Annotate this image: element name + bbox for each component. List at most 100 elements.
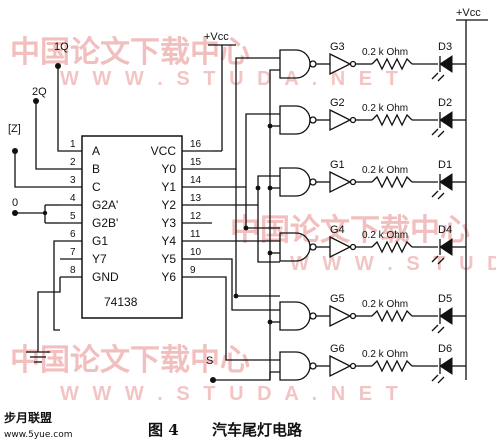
routing [212, 57, 280, 381]
pin-num-13: 13 [190, 193, 202, 204]
pin-name-vcc: VCC [151, 144, 177, 158]
resistor-value: 0.2 k Ohm [362, 165, 408, 176]
watermark-url-mid: W W W . S T U D A . N E T [290, 253, 496, 275]
pin-num-1: 1 [70, 139, 76, 150]
pin-name-g1: G1 [92, 234, 108, 248]
inverter-buffer [329, 235, 352, 259]
resistor [371, 359, 413, 373]
pin-name-y0: Y0 [161, 162, 176, 176]
inverter-buffer [329, 354, 352, 378]
pin-name-y5: Y5 [161, 252, 176, 266]
decoder-chip-74138: 74138 A B C G2A' G2B' G1 Y7 GND VCC Y0 Y… [60, 135, 212, 319]
led-label: D4 [438, 224, 452, 236]
pin-num-3: 3 [70, 175, 76, 186]
resistor [371, 113, 413, 127]
watermark-url-bottom: W W W . S T U D A . N E T [60, 383, 402, 405]
nand-bubble [309, 60, 317, 68]
pin-name-y4: Y4 [161, 234, 176, 248]
led-icon [439, 307, 453, 325]
inverter-buffer [329, 170, 352, 194]
input-label-1q: 1Q [54, 41, 69, 53]
caption-figure-number: 图 4 [148, 421, 179, 439]
pin-name-g2a: G2A' [92, 198, 118, 212]
pin-num-2: 2 [70, 157, 76, 168]
gate-label: G4 [330, 224, 345, 236]
pin-num-11: 11 [190, 229, 201, 240]
gate-label: G6 [330, 343, 345, 355]
nand-bubble [309, 178, 317, 186]
input-label-s: S [206, 355, 213, 367]
gate-label: G2 [330, 97, 345, 109]
pin-name-g2b: G2B' [92, 216, 118, 230]
pin-num-7: 7 [70, 247, 76, 258]
pin-name-c: C [92, 180, 101, 194]
light-arrow-icon [431, 255, 439, 263]
site-logo: 步月联盟 www.5yue.com [4, 410, 73, 440]
resistor-value: 0.2 k Ohm [362, 299, 408, 310]
nand-gate [279, 105, 311, 135]
logo-url: www.5yue.com [4, 430, 73, 440]
nand-gate [279, 351, 311, 381]
figure-caption: 图 4 汽车尾灯电路 [148, 421, 303, 439]
input-label-2q: 2Q [32, 86, 47, 98]
pin-num-10: 10 [190, 247, 202, 258]
pin-num-5: 5 [70, 211, 76, 222]
caption-title: 汽车尾灯电路 [212, 421, 303, 439]
input-label-zero: 0 [12, 197, 18, 209]
watermark-cn-top: 中国论文下载中心 [10, 35, 250, 70]
pin-num-14: 14 [190, 175, 202, 186]
resistor-value: 0.2 k Ohm [362, 103, 408, 114]
resistor-value: 0.2 k Ohm [362, 230, 408, 241]
vcc-top: +Vcc [204, 31, 236, 152]
light-arrow-icon [431, 128, 439, 136]
pin-num-16: 16 [190, 139, 202, 150]
vcc-top-label: +Vcc [204, 31, 229, 43]
gate-label: G5 [330, 293, 345, 305]
resistor [371, 240, 413, 254]
nand-gate [279, 167, 311, 197]
light-arrow-icon [431, 72, 439, 80]
watermark-cn-mid: 中国论文下载中心 [230, 213, 470, 248]
chip-part-number: 74138 [104, 295, 138, 309]
pin-name-y2: Y2 [161, 198, 176, 212]
led-icon [439, 357, 453, 375]
pin-name-a: A [92, 144, 100, 158]
led-label: D1 [438, 159, 452, 171]
inverter-buffer [329, 304, 352, 328]
inverter-buffer [329, 52, 352, 76]
nand-bubble [309, 362, 317, 370]
resistor [371, 175, 413, 189]
nand-bubble [309, 116, 317, 124]
junction-dots [233, 123, 273, 325]
vcc-right-rail: +Vcc [456, 7, 488, 380]
pin-num-9: 9 [190, 265, 196, 276]
led-label: D5 [438, 293, 452, 305]
led-label: D6 [438, 343, 452, 355]
led-icon [439, 55, 453, 73]
light-arrow-icon [431, 324, 439, 332]
gate-label: G3 [330, 41, 345, 53]
stage-row: G5 0.2 k Ohm D5 [279, 293, 466, 334]
pin-num-12: 12 [190, 211, 202, 222]
light-arrow-icon [431, 190, 439, 198]
pin-name-y6: Y6 [161, 270, 176, 284]
pin-name-gnd: GND [92, 270, 119, 284]
nand-gate [279, 301, 311, 331]
watermark-url-top: W W W . S T U D A . N E T [60, 68, 402, 90]
led-icon [439, 173, 453, 191]
pin-name-y7: Y7 [92, 252, 107, 266]
vcc-right-label: +Vcc [456, 7, 481, 19]
light-arrow-icon [431, 374, 439, 382]
pin-num-4: 4 [70, 193, 76, 204]
pin-name-y3: Y3 [161, 216, 176, 230]
input-signals: 1Q 2Q [Z] 0 S [8, 41, 216, 383]
pin-name-b: B [92, 162, 100, 176]
chip-body [81, 135, 183, 319]
ground-symbol [26, 351, 50, 363]
input-label-z: [Z] [8, 123, 21, 135]
